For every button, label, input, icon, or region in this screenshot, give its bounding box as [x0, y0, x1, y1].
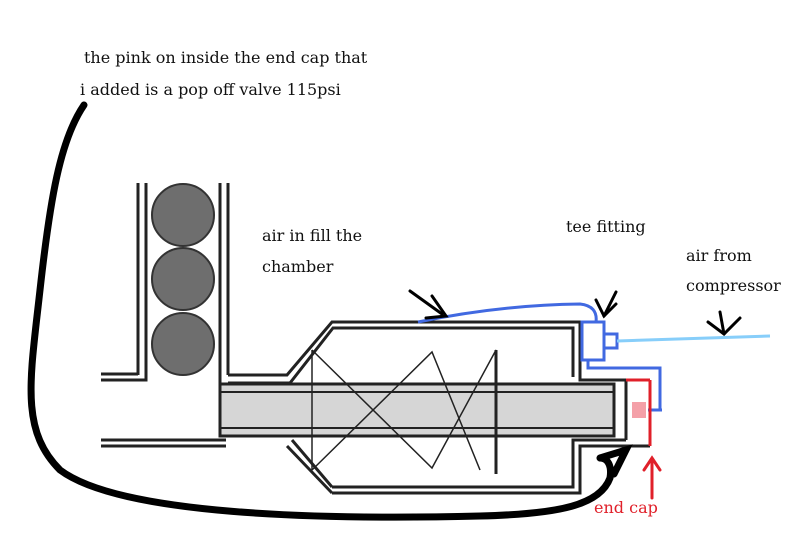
tee-fitting-label: tee fitting [566, 217, 646, 236]
end-cap [626, 378, 652, 446]
ball-2 [151, 247, 215, 311]
balls [151, 183, 215, 376]
note-line-1: the pink on inside the end cap that [84, 48, 368, 67]
pop-off-valve [632, 402, 646, 418]
spring [311, 349, 498, 474]
ball-1 [151, 183, 215, 247]
air-in-label-line-1: air in fill the [262, 226, 363, 245]
note-line-2: i added is a pop off valve 115psi [80, 80, 341, 99]
pointer-loop [27, 101, 633, 521]
red-arrow [642, 455, 662, 500]
air-in-label-line-2: chamber [262, 257, 334, 276]
air-from-label-line-1: air from [686, 246, 752, 265]
compressor-hose [616, 334, 771, 343]
ball-3 [151, 312, 215, 376]
hopper [101, 183, 230, 383]
air-from-label-line-2: compressor [686, 276, 781, 295]
chamber-body [101, 320, 650, 495]
tee-fitting [417, 302, 662, 412]
end-cap-label: end cap [594, 498, 658, 517]
arrow-marks [408, 289, 742, 336]
